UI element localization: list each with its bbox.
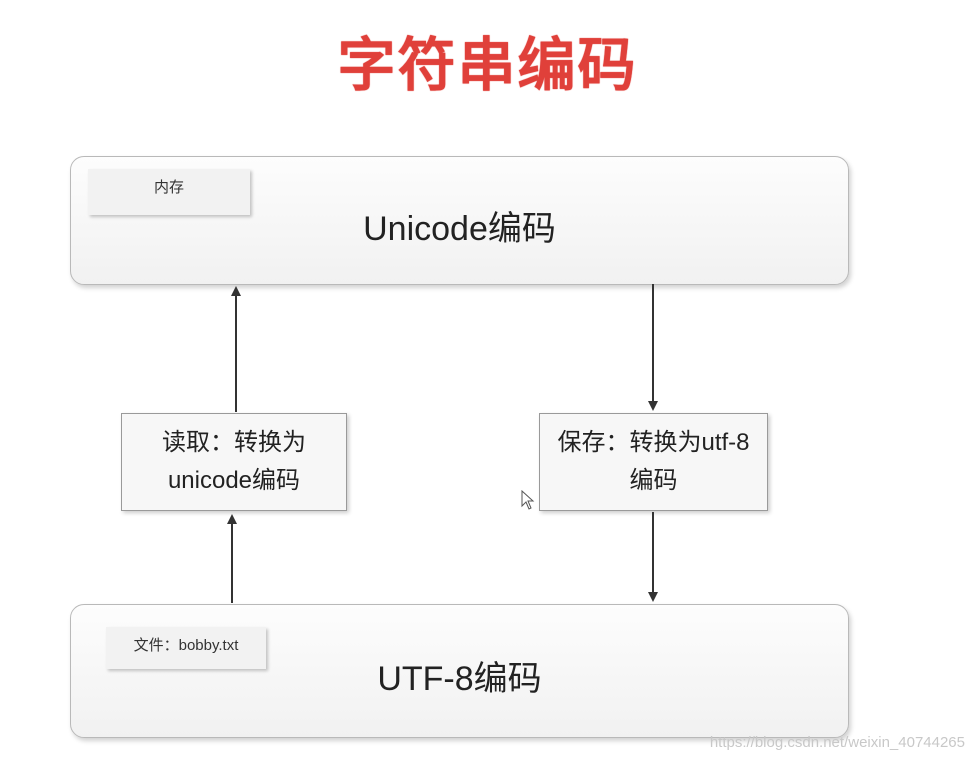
memory-tag: 内存: [88, 169, 250, 215]
mouse-cursor-icon: [521, 490, 535, 510]
watermark: https://blog.csdn.net/weixin_40744265: [709, 734, 965, 751]
save-step-line2: 编码: [629, 467, 678, 494]
page-title: 字符串编码: [337, 31, 638, 99]
read-step-line2: unicode编码: [167, 467, 301, 494]
unicode-label: Unicode编码: [363, 210, 556, 248]
file-panel: 文件：bobby.txt UTF-8编码: [70, 604, 849, 738]
read-step-box: 读取：转换为 unicode编码: [121, 413, 347, 511]
read-step-line1: 读取：转换为: [162, 429, 306, 456]
file-tag: 文件：bobby.txt: [106, 627, 266, 669]
save-step-box: 保存：转换为utf-8 编码: [539, 413, 768, 511]
save-step-line1: 保存：转换为utf-8: [557, 429, 750, 456]
utf8-label: UTF-8编码: [377, 660, 542, 698]
memory-panel: 内存 Unicode编码: [70, 156, 849, 285]
